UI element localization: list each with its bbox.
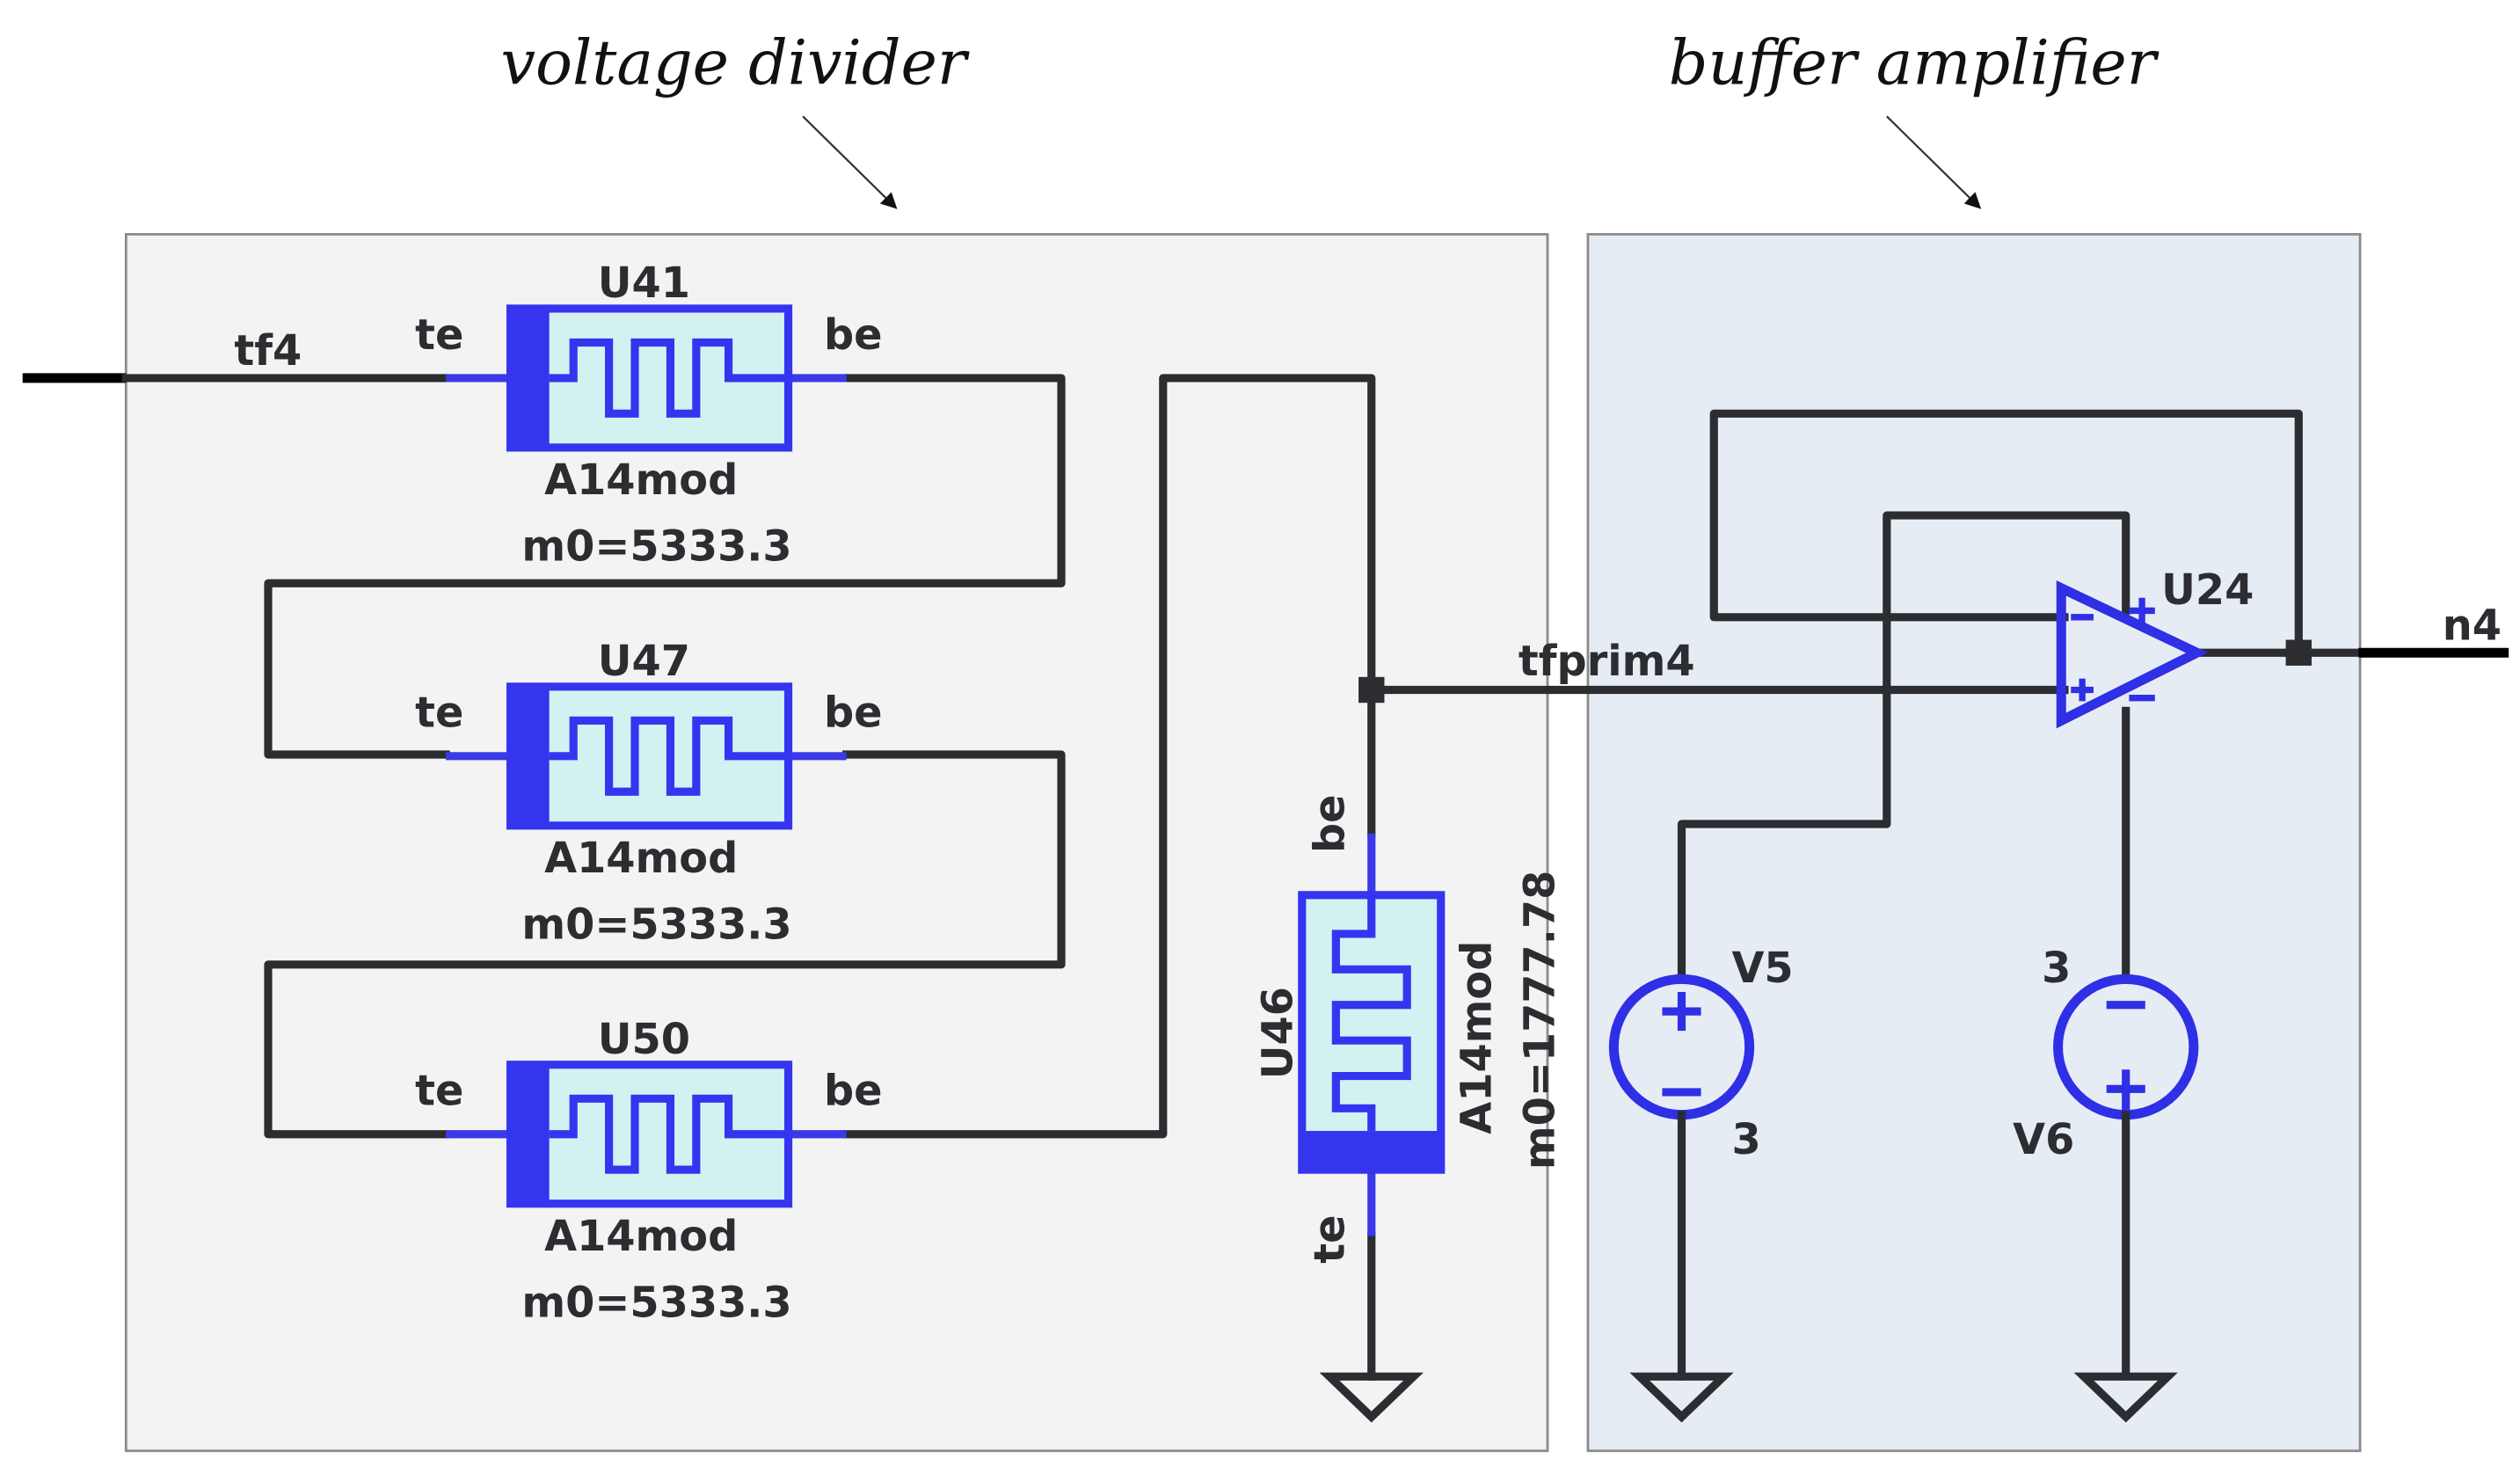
resistor-model: A14mod [544, 456, 738, 505]
opamp-u24[interactable]: U24 [2056, 566, 2254, 729]
net-label-output: n4 [2443, 602, 2502, 651]
resistor-u50[interactable]: U50 te be A14mod m0=5333.3 [415, 1016, 882, 1327]
meander-icon [549, 1094, 789, 1174]
pin-label-be: be [1307, 794, 1355, 853]
resistor-ref: U50 [598, 1016, 690, 1064]
net-label-midpoint: tfprim4 [1519, 638, 1695, 686]
source-value: 3 [1731, 1116, 1760, 1164]
resistor-param: m0=5333.3 [521, 1279, 791, 1327]
voltage-source-v6[interactable]: 3 V6 [2013, 944, 2199, 1164]
pin-label-be: be [824, 311, 883, 360]
source-ref: V5 [1731, 944, 1793, 993]
feedback-wire [1709, 409, 2303, 657]
wire-v5-supply [1677, 511, 2130, 981]
net-label-input: tf4 [234, 327, 302, 376]
resistor-u41[interactable]: U41 te be A14mod m0=5333.3 [415, 259, 882, 571]
pin-label-be: be [824, 1068, 883, 1116]
opamp-ref: U24 [2161, 566, 2254, 615]
meander-icon [1331, 894, 1411, 1132]
junction-dot [1358, 676, 1385, 704]
meander-icon [549, 338, 789, 418]
voltage-divider-title: voltage divider [501, 28, 970, 99]
source-value: 3 [2042, 944, 2071, 993]
resistor-param: m0=1777.78 [1516, 871, 1564, 1170]
pin-label-te: te [415, 1068, 463, 1116]
source-ref: V6 [2013, 1116, 2074, 1164]
output-junction-dot [2285, 639, 2312, 666]
wire-u50-node [842, 374, 1376, 1139]
resistor-model: A14mod [544, 1213, 738, 1261]
opamp-triangle-icon [2056, 580, 2209, 729]
pin-label-te: te [415, 689, 463, 738]
wire-u47-u50 [264, 750, 1066, 1139]
ground-icon [2073, 1372, 2178, 1423]
meander-icon [549, 716, 789, 796]
buffer-amplifier-arrow [1886, 115, 1982, 209]
resistor-model: A14mod [544, 835, 738, 883]
voltage-divider-arrow [802, 115, 898, 209]
pin-label-te: te [415, 311, 463, 360]
resistor-ref: U41 [598, 259, 690, 308]
pin-label-be: be [824, 689, 883, 738]
resistor-param: m0=5333.3 [521, 523, 791, 572]
ground-icon [1629, 1372, 1734, 1423]
resistor-u47[interactable]: U47 te be A14mod m0=5333.3 [415, 638, 882, 949]
ground-icon [1319, 1372, 1424, 1423]
voltage-divider-panel [124, 233, 1549, 1453]
resistor-model: A14mod [1453, 941, 1502, 1134]
resistor-ref: U46 [1255, 987, 1303, 1079]
buffer-amplifier-title: buffer amplifier [1669, 28, 2159, 99]
wire-u41-u47 [264, 374, 1066, 759]
resistor-ref: U47 [598, 638, 690, 686]
voltage-source-v5[interactable]: V5 3 [1608, 944, 1794, 1164]
resistor-param: m0=5333.3 [521, 901, 791, 949]
pin-label-te: te [1307, 1214, 1355, 1263]
resistor-u46[interactable]: be te U46 A14mod m0=1777.78 [1255, 794, 1565, 1263]
